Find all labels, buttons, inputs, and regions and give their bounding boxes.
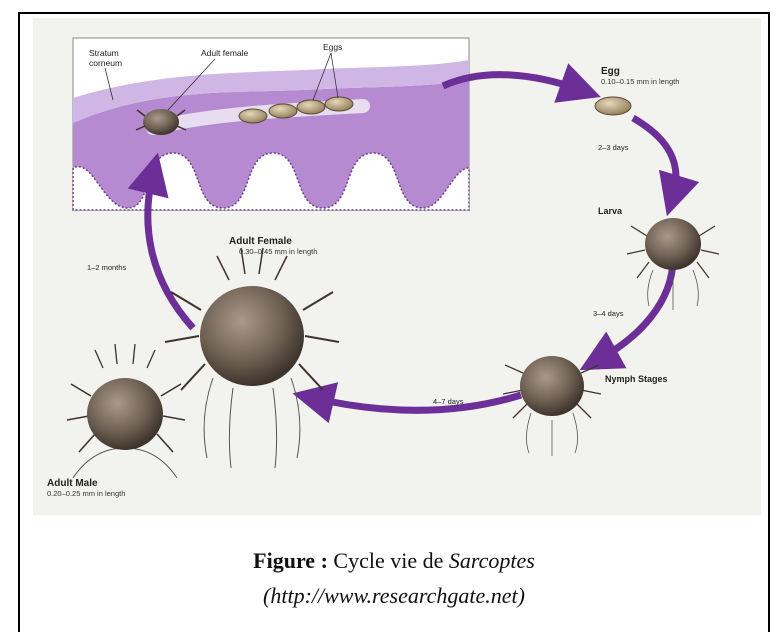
larva-label: Larva xyxy=(598,206,623,216)
egg-in-burrow-1 xyxy=(239,109,267,123)
stratum-corneum-label-line2: corneum xyxy=(89,58,122,68)
duration-3-4-days: 3–4 days xyxy=(593,309,624,318)
duration-2-3-days: 2–3 days xyxy=(598,143,629,152)
caption-bold-prefix: Figure : xyxy=(253,548,328,573)
adult-female-title: Adult Female xyxy=(229,236,292,247)
egg-illustration xyxy=(595,97,631,115)
duration-1-2-months: 1–2 months xyxy=(87,263,126,272)
egg-in-burrow-3 xyxy=(297,100,325,114)
egg-in-burrow-4 xyxy=(325,97,353,111)
egg-size: 0.10–0.15 mm in length xyxy=(601,77,679,86)
duration-4-7-days: 4–7 days xyxy=(433,397,464,406)
eggs-label: Eggs xyxy=(323,42,342,52)
caption-text: Cycle vie de xyxy=(328,548,449,573)
egg-title: Egg xyxy=(601,66,620,77)
stratum-corneum-label: Stratum xyxy=(89,48,119,58)
adult-male-size: 0.20–0.25 mm in length xyxy=(47,489,125,498)
caption-source: (http://www.researchgate.net) xyxy=(18,583,770,609)
life-cycle-diagram: Stratum corneum Adult female Eggs Egg 0.… xyxy=(33,18,761,515)
skin-section xyxy=(73,38,469,210)
figure-caption: Figure : Cycle vie de Sarcoptes xyxy=(18,548,770,574)
nymph-stages-label: Nymph Stages xyxy=(605,374,668,384)
caption-genus: Sarcoptes xyxy=(449,548,535,573)
adult-male-title: Adult Male xyxy=(47,478,98,489)
adult-female-size: 0.30–0.45 mm in length xyxy=(239,247,317,256)
adult-female-skin-label: Adult female xyxy=(201,48,249,58)
egg-in-burrow-2 xyxy=(269,104,297,118)
